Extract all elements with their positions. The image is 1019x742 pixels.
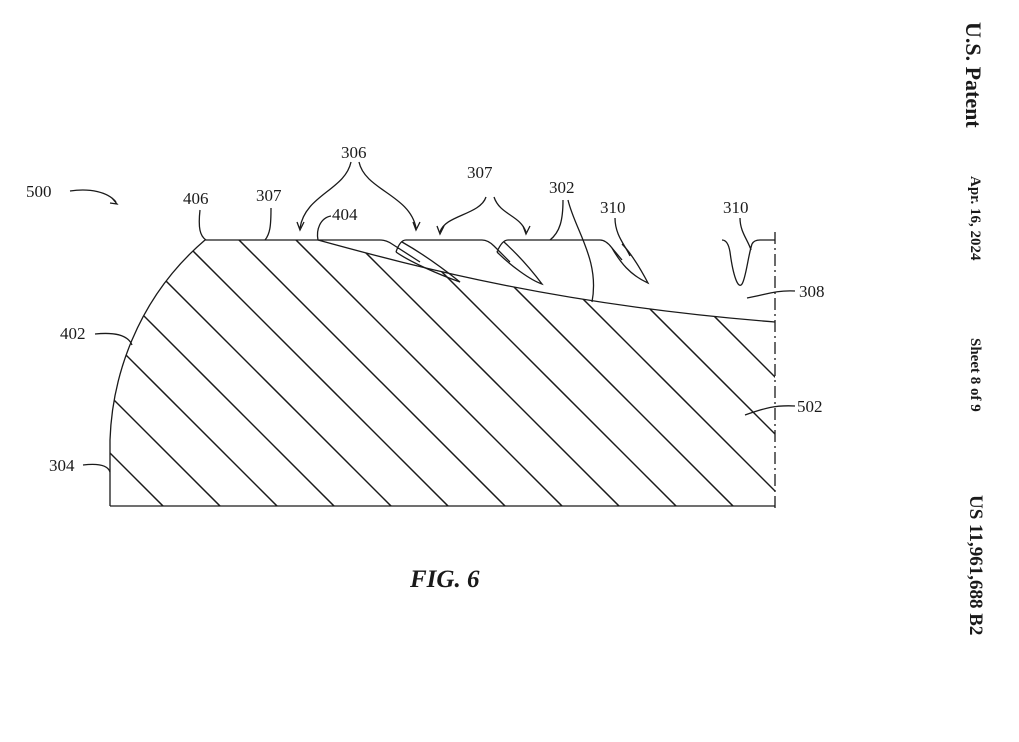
hatch-line [110,240,359,506]
hatch-line [426,240,758,506]
hatch-line [540,240,775,506]
ref-310-left: 310 [600,198,626,217]
patent-number: US 11,961,688 B2 [965,495,986,636]
ref-406: 406 [183,189,209,208]
patent-header-title: U.S. Patent [961,22,986,128]
ref-306: 306 [341,143,367,162]
hatch-line [198,240,530,506]
ref-310-right: 310 [723,198,749,217]
layer-interface [317,239,776,323]
substrate-hatching [110,200,1019,530]
figure-label: FIG. 6 [410,566,480,593]
hatch-line [483,240,775,506]
hatch-line [110,240,302,506]
ref-307-left: 307 [256,186,282,205]
body-outline [109,239,775,506]
groove-2 [496,241,544,286]
leader-lines [69,161,796,473]
ref-404: 404 [332,205,358,224]
ref-307-right: 307 [467,163,493,182]
hatch-line [883,200,1019,530]
hatch-line [597,240,775,506]
ref-500: 500 [26,182,52,201]
hatch-line [654,240,775,506]
ref-302: 302 [549,178,575,197]
hatch-line [141,240,473,506]
ref-308: 308 [799,282,825,301]
hatch-line [997,200,1019,530]
ref-502: 502 [797,397,823,416]
hatch-line [255,240,587,506]
groove-1 [395,241,461,283]
ref-402: 402 [60,324,86,343]
hatch-line [110,240,245,506]
groove-3 [611,243,650,285]
hatch-line [369,240,701,506]
sheet-number: Sheet 8 of 9 [967,338,983,412]
patent-date: Apr. 16, 2024 [967,176,983,261]
hatch-line [110,240,416,506]
ref-304: 304 [49,456,75,475]
hatch-line [826,200,1019,530]
hatch-line [110,240,188,506]
hatch-line [312,240,644,506]
